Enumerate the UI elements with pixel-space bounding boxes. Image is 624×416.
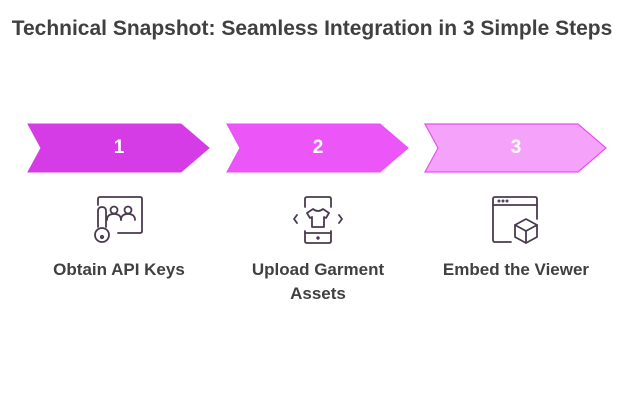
browser-cube-icon xyxy=(491,195,541,245)
key-users-icon xyxy=(94,195,144,245)
step-2-number: 2 xyxy=(312,137,324,158)
step-1-number: 1 xyxy=(113,137,125,158)
step-3-label: Embed the Viewer xyxy=(442,260,590,279)
step-2-chevron: 2 xyxy=(226,123,410,173)
step-1-label: Obtain API Keys xyxy=(53,260,185,279)
phone-shirt-icon xyxy=(293,195,343,245)
step-1-chevron: 1 xyxy=(27,123,211,173)
step-2-label: Upload Garment Assets xyxy=(251,260,385,303)
step-3-chevron: 3 xyxy=(424,123,608,173)
step-3-number: 3 xyxy=(510,137,522,158)
page-title: Technical Snapshot: Seamless Integration… xyxy=(11,17,613,40)
